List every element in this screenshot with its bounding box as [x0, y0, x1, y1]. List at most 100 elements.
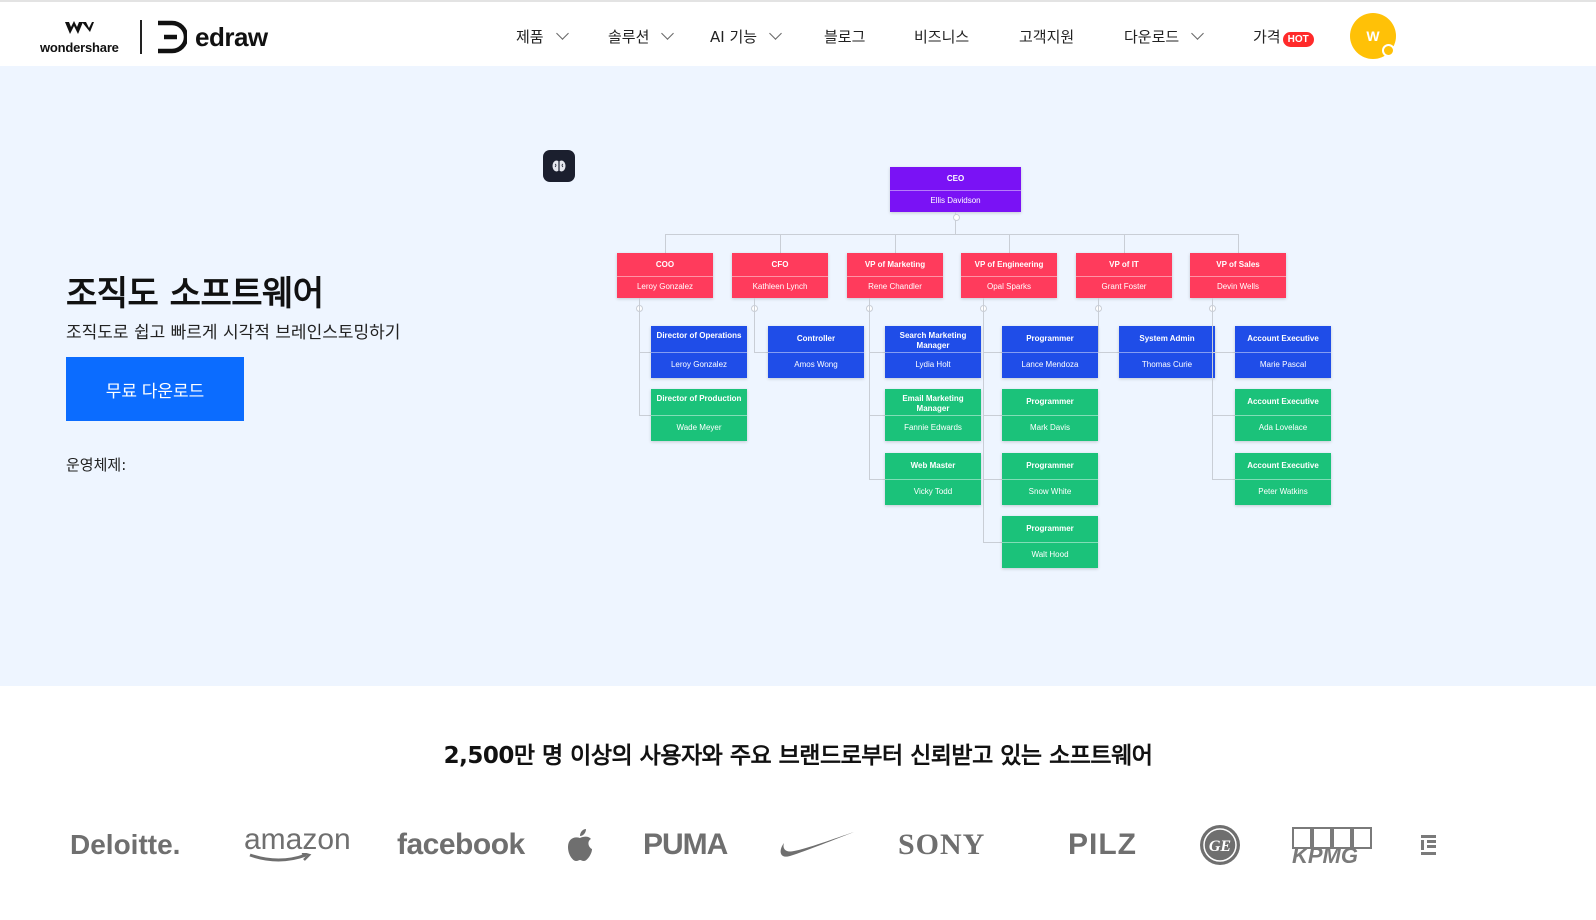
org-node-name: Opal Sparks — [986, 282, 1032, 291]
org-node-divider — [651, 415, 747, 416]
nav-blog[interactable]: 블로그 — [824, 25, 865, 47]
edraw-logo[interactable]: edraw — [155, 20, 268, 54]
hero-section: 조직도 소프트웨어 조직도로 쉽고 빠르게 시각적 브레인스토밍하기 무료 다운… — [0, 66, 1596, 686]
ai-brain-icon[interactable] — [543, 150, 575, 182]
puma-logo: PUMA — [643, 828, 728, 861]
org-node-title: Web Master — [910, 461, 956, 470]
kpmg-logo: KPMG — [1290, 820, 1376, 870]
org-node-name: Wade Meyer — [676, 423, 722, 432]
trust-heading: 2,500만 명 이상의 사용자와 주요 브랜드로부터 신뢰받고 있는 소프트웨… — [443, 743, 1153, 769]
org-node-divider — [1190, 276, 1286, 277]
org-node-title: Director of Production — [656, 394, 742, 403]
nav-download[interactable]: 다운로드 — [1124, 25, 1205, 47]
nav-products-label: 제품 — [516, 27, 544, 46]
connector-line — [869, 352, 885, 353]
collapse-knob-icon[interactable] — [953, 214, 960, 221]
chevron-down-icon — [1191, 27, 1205, 40]
org-node-divider — [732, 276, 828, 277]
logo-divider — [140, 20, 142, 54]
os-label: 운영체제: — [66, 456, 127, 474]
chevron-down-icon — [769, 27, 782, 40]
org-node-title: Account Executive — [1247, 461, 1319, 470]
org-node-name: Marie Pascal — [1259, 360, 1307, 369]
org-node-divider — [1002, 415, 1098, 416]
org-node-name: Peter Watkins — [1258, 487, 1308, 496]
org-node-name: Fannie Edwards — [904, 423, 962, 432]
org-node-divider — [1235, 415, 1331, 416]
chevron-down-icon — [661, 27, 675, 40]
free-download-button[interactable]: 무료 다운로드 — [66, 357, 244, 421]
connector-line — [1238, 234, 1239, 253]
org-node-title: Programmer — [1026, 397, 1074, 406]
nav-pricing[interactable]: 가격 HOT — [1253, 25, 1314, 47]
org-node-title: CFO — [771, 260, 789, 269]
wondershare-logo[interactable]: wondershare — [40, 16, 130, 56]
connector-line — [639, 352, 651, 353]
org-node-name: Amos Wong — [794, 360, 838, 369]
connector-line — [754, 352, 768, 353]
brain-icon — [552, 160, 566, 172]
org-node-divider — [847, 276, 943, 277]
connector-line — [869, 415, 885, 416]
user-avatar[interactable]: W — [1350, 13, 1396, 59]
connector-line — [869, 479, 885, 480]
org-node-title: Account Executive — [1247, 334, 1319, 343]
nav-ai-features[interactable]: AI 기능 — [710, 25, 782, 47]
org-node-divider — [768, 352, 864, 353]
nav-business[interactable]: 비즈니스 — [914, 25, 969, 47]
partial-logo-icon — [1421, 835, 1436, 855]
nav-products[interactable]: 제품 — [516, 25, 569, 47]
org-node-divider — [1002, 479, 1098, 480]
org-node-divider — [1002, 352, 1098, 353]
connector-line — [1212, 479, 1235, 480]
connector-line — [639, 415, 651, 416]
org-node-name: Leroy Gonzalez — [636, 282, 694, 291]
sony-logo: SONY — [898, 828, 986, 861]
nav-business-label: 비즈니스 — [914, 27, 970, 46]
org-node-divider — [651, 352, 747, 353]
org-node-divider — [890, 190, 1021, 191]
org-node-name: Rene Chandler — [868, 282, 922, 291]
nav-solutions[interactable]: 솔루션 — [608, 25, 675, 47]
nav-solutions-label: 솔루션 — [608, 27, 650, 46]
org-node-divider — [1002, 542, 1098, 543]
nav-pricing-label: 가격 — [1253, 27, 1281, 46]
avatar-status-dot — [1382, 44, 1395, 57]
org-node-divider — [1235, 352, 1331, 353]
nav-download-label: 다운로드 — [1124, 27, 1180, 46]
connector-line — [780, 234, 781, 253]
nav-support[interactable]: 고객지원 — [1019, 25, 1074, 47]
page-subtitle: 조직도로 쉽고 빠르게 시각적 브레인스토밍하기 — [66, 323, 401, 343]
org-node-name: Lydia Holt — [915, 360, 951, 369]
org-node-title: Programmer — [1026, 524, 1074, 533]
org-node-title: Email Marketing Manager — [902, 394, 964, 413]
avatar-initial: W — [1366, 28, 1380, 44]
deloitte-logo: Deloitte. — [70, 829, 181, 860]
org-node-title: VP of Sales — [1216, 260, 1260, 269]
connector-line — [983, 352, 1002, 353]
top-border — [0, 0, 1596, 2]
page-title: 조직도 소프트웨어 — [66, 274, 324, 314]
